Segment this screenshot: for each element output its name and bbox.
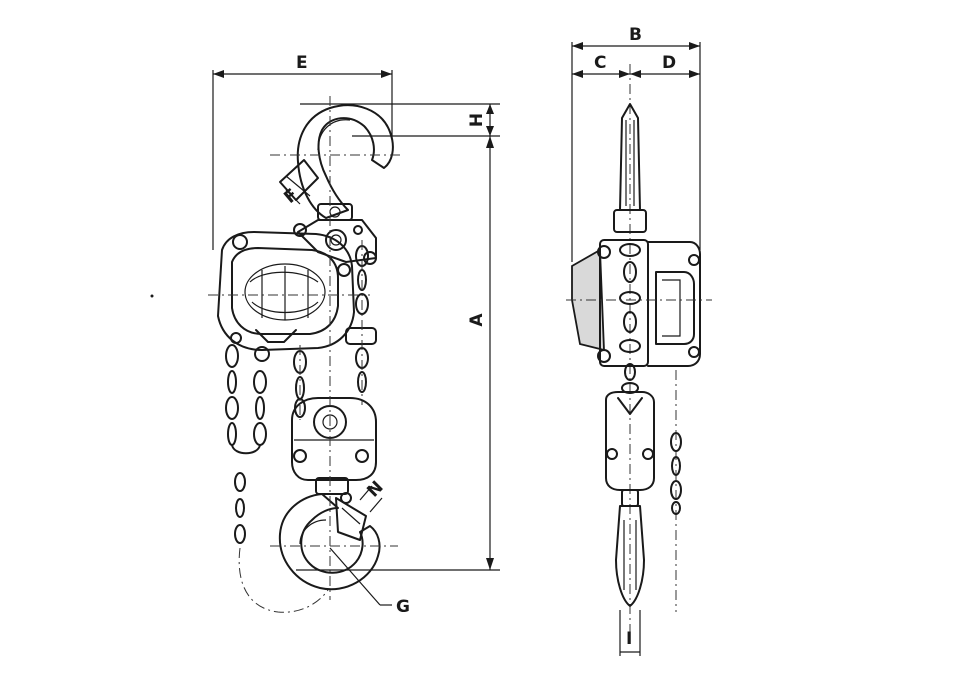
front-view [150,70,500,613]
bottom-block-side [605,391,655,507]
side-view [566,42,712,656]
label-b: B [629,25,642,45]
bottom-hook-side [615,505,645,607]
dimension-a [486,136,494,570]
dimension-b [571,42,701,262]
label-e: E [296,53,308,73]
label-n: N [363,477,387,501]
dimension-n [359,485,383,513]
hand-chain-loop [234,472,329,613]
hand-chain-side [670,370,682,612]
load-chain-left [225,344,267,455]
gear-housing [208,231,370,362]
body-side [566,239,712,367]
dimension-e [212,70,393,250]
label-h: H [467,113,487,127]
hand-chain-right [345,240,377,405]
top-hook-side [613,103,647,233]
label-a: A [467,313,487,327]
label-c: C [594,53,606,73]
top-bracket [293,219,377,265]
label-d: D [662,53,676,73]
dimension-cd [572,70,700,78]
bottom-hook [270,492,398,591]
label-i: I [626,629,632,649]
label-g: G [396,597,410,617]
dimension-i [619,610,641,656]
dimension-h [486,104,494,136]
